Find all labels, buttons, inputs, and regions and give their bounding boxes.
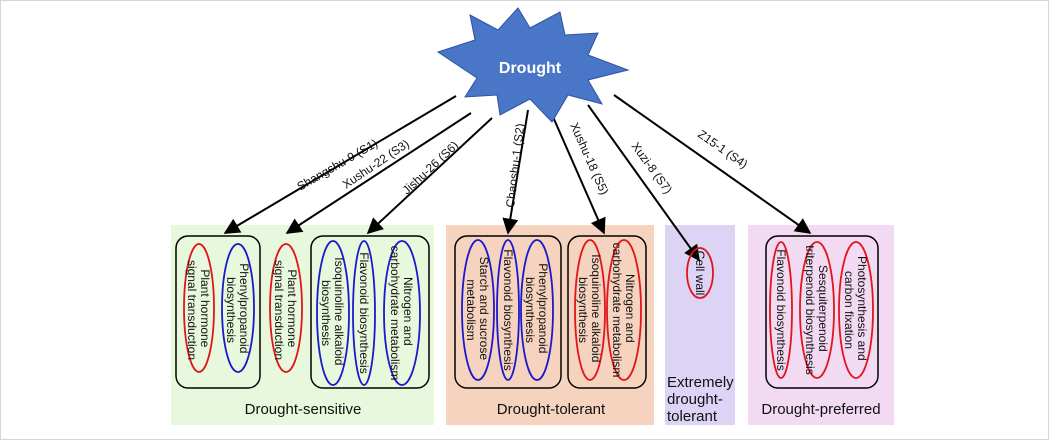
arrow-label-s4: Z15-1 (S4) <box>695 127 750 171</box>
group-label-tolerant: Drought-tolerant <box>497 401 606 418</box>
arrow-s4 <box>613 94 812 234</box>
ellipse-s1-phenyl <box>221 243 255 373</box>
label-s6-nitrogen: Nitrogen and carbohydrate metabolism <box>388 246 415 381</box>
label-s5-isoquinoline: Isoquinoline alkaloid biosynthesis <box>576 254 603 365</box>
drought-star-shape <box>436 7 630 123</box>
label-s4-photo: Photosynthesis and carbon fixation <box>842 256 869 364</box>
arrow-label-s2: Chaoshu-1 (S2) <box>503 123 527 209</box>
ellipse-s6-isoquinoline <box>316 240 350 386</box>
arrow-s2 <box>502 109 529 235</box>
ellipse-s2-starch <box>461 239 495 381</box>
label-s1-phenyl: Phenylpropanoid biosynthesis <box>224 263 251 356</box>
label-s3-hormone: Plant hormone signal transduction <box>272 260 299 360</box>
drought-node: Drought <box>436 7 630 123</box>
box-s6 <box>310 235 430 389</box>
label-s1-hormone: Plant hormone signal transduction <box>185 260 212 360</box>
box-s4 <box>765 235 879 389</box>
arrow-label-s5: Xushu-18 (S5) <box>567 121 611 197</box>
label-s2-phenyl: Phenylpropanoid biosynthesis <box>523 263 550 356</box>
group-bg-extreme <box>665 225 735 425</box>
ellipse-s7-cellwall <box>686 247 714 299</box>
box-s2 <box>454 235 562 389</box>
group-bg-preferred <box>748 225 894 425</box>
group-label-extreme: Extremely drought- tolerant <box>667 374 738 425</box>
label-s4-flavonoid: Flavonoid biosynthesis <box>774 249 788 370</box>
drought-label: Drought <box>499 60 562 77</box>
label-s6-flavonoid: Flavonoid biosynthesis <box>357 252 371 373</box>
arrow-s1 <box>223 95 457 234</box>
ellipse-s4-photo <box>838 241 874 379</box>
ellipse-s2-phenyl <box>520 239 554 381</box>
ellipse-s6-nitrogen <box>383 240 421 386</box>
arrow-s6 <box>366 117 493 235</box>
arrow-s3 <box>285 112 472 234</box>
label-s5-nitrogen: Nitrogen and carbohydrate metabolism <box>610 243 637 378</box>
ellipse-s1-hormone <box>183 243 215 373</box>
label-s4-sesqui: Sesquiterpenoid triterpenoid biosynthesi… <box>803 245 830 374</box>
arrows <box>223 94 812 262</box>
box-s5 <box>567 235 647 389</box>
arrow-label-s7: Xuzi-8 (S7) <box>629 140 676 197</box>
arrow-s7 <box>587 104 700 262</box>
label-s2-flavonoid: Flavonoid biosynthesis <box>501 249 515 370</box>
ellipse-s5-nitrogen <box>606 239 642 381</box>
ellipse-s4-sesqui <box>799 241 835 379</box>
group-label-preferred: Drought-preferred <box>761 401 880 418</box>
ellipse-s2-flavonoid <box>496 239 520 381</box>
arrow-s5 <box>549 109 606 235</box>
ellipse-s6-flavonoid <box>352 240 376 386</box>
label-s7-cellwall: Cell wall <box>693 251 707 296</box>
ellipse-s4-flavonoid <box>769 241 793 379</box>
ellipse-s5-isoquinoline <box>574 239 606 381</box>
ellipse-s3-hormone <box>269 243 303 373</box>
label-s2-starch: Starch and sucrose metabolism <box>464 257 491 364</box>
group-bg-tolerant <box>446 225 654 425</box>
group-label-sensitive: Drought-sensitive <box>245 401 362 418</box>
label-s6-isoquinoline: Isoquinoline alkaloid biosynthesis <box>319 257 346 368</box>
box-s1 <box>175 235 261 389</box>
